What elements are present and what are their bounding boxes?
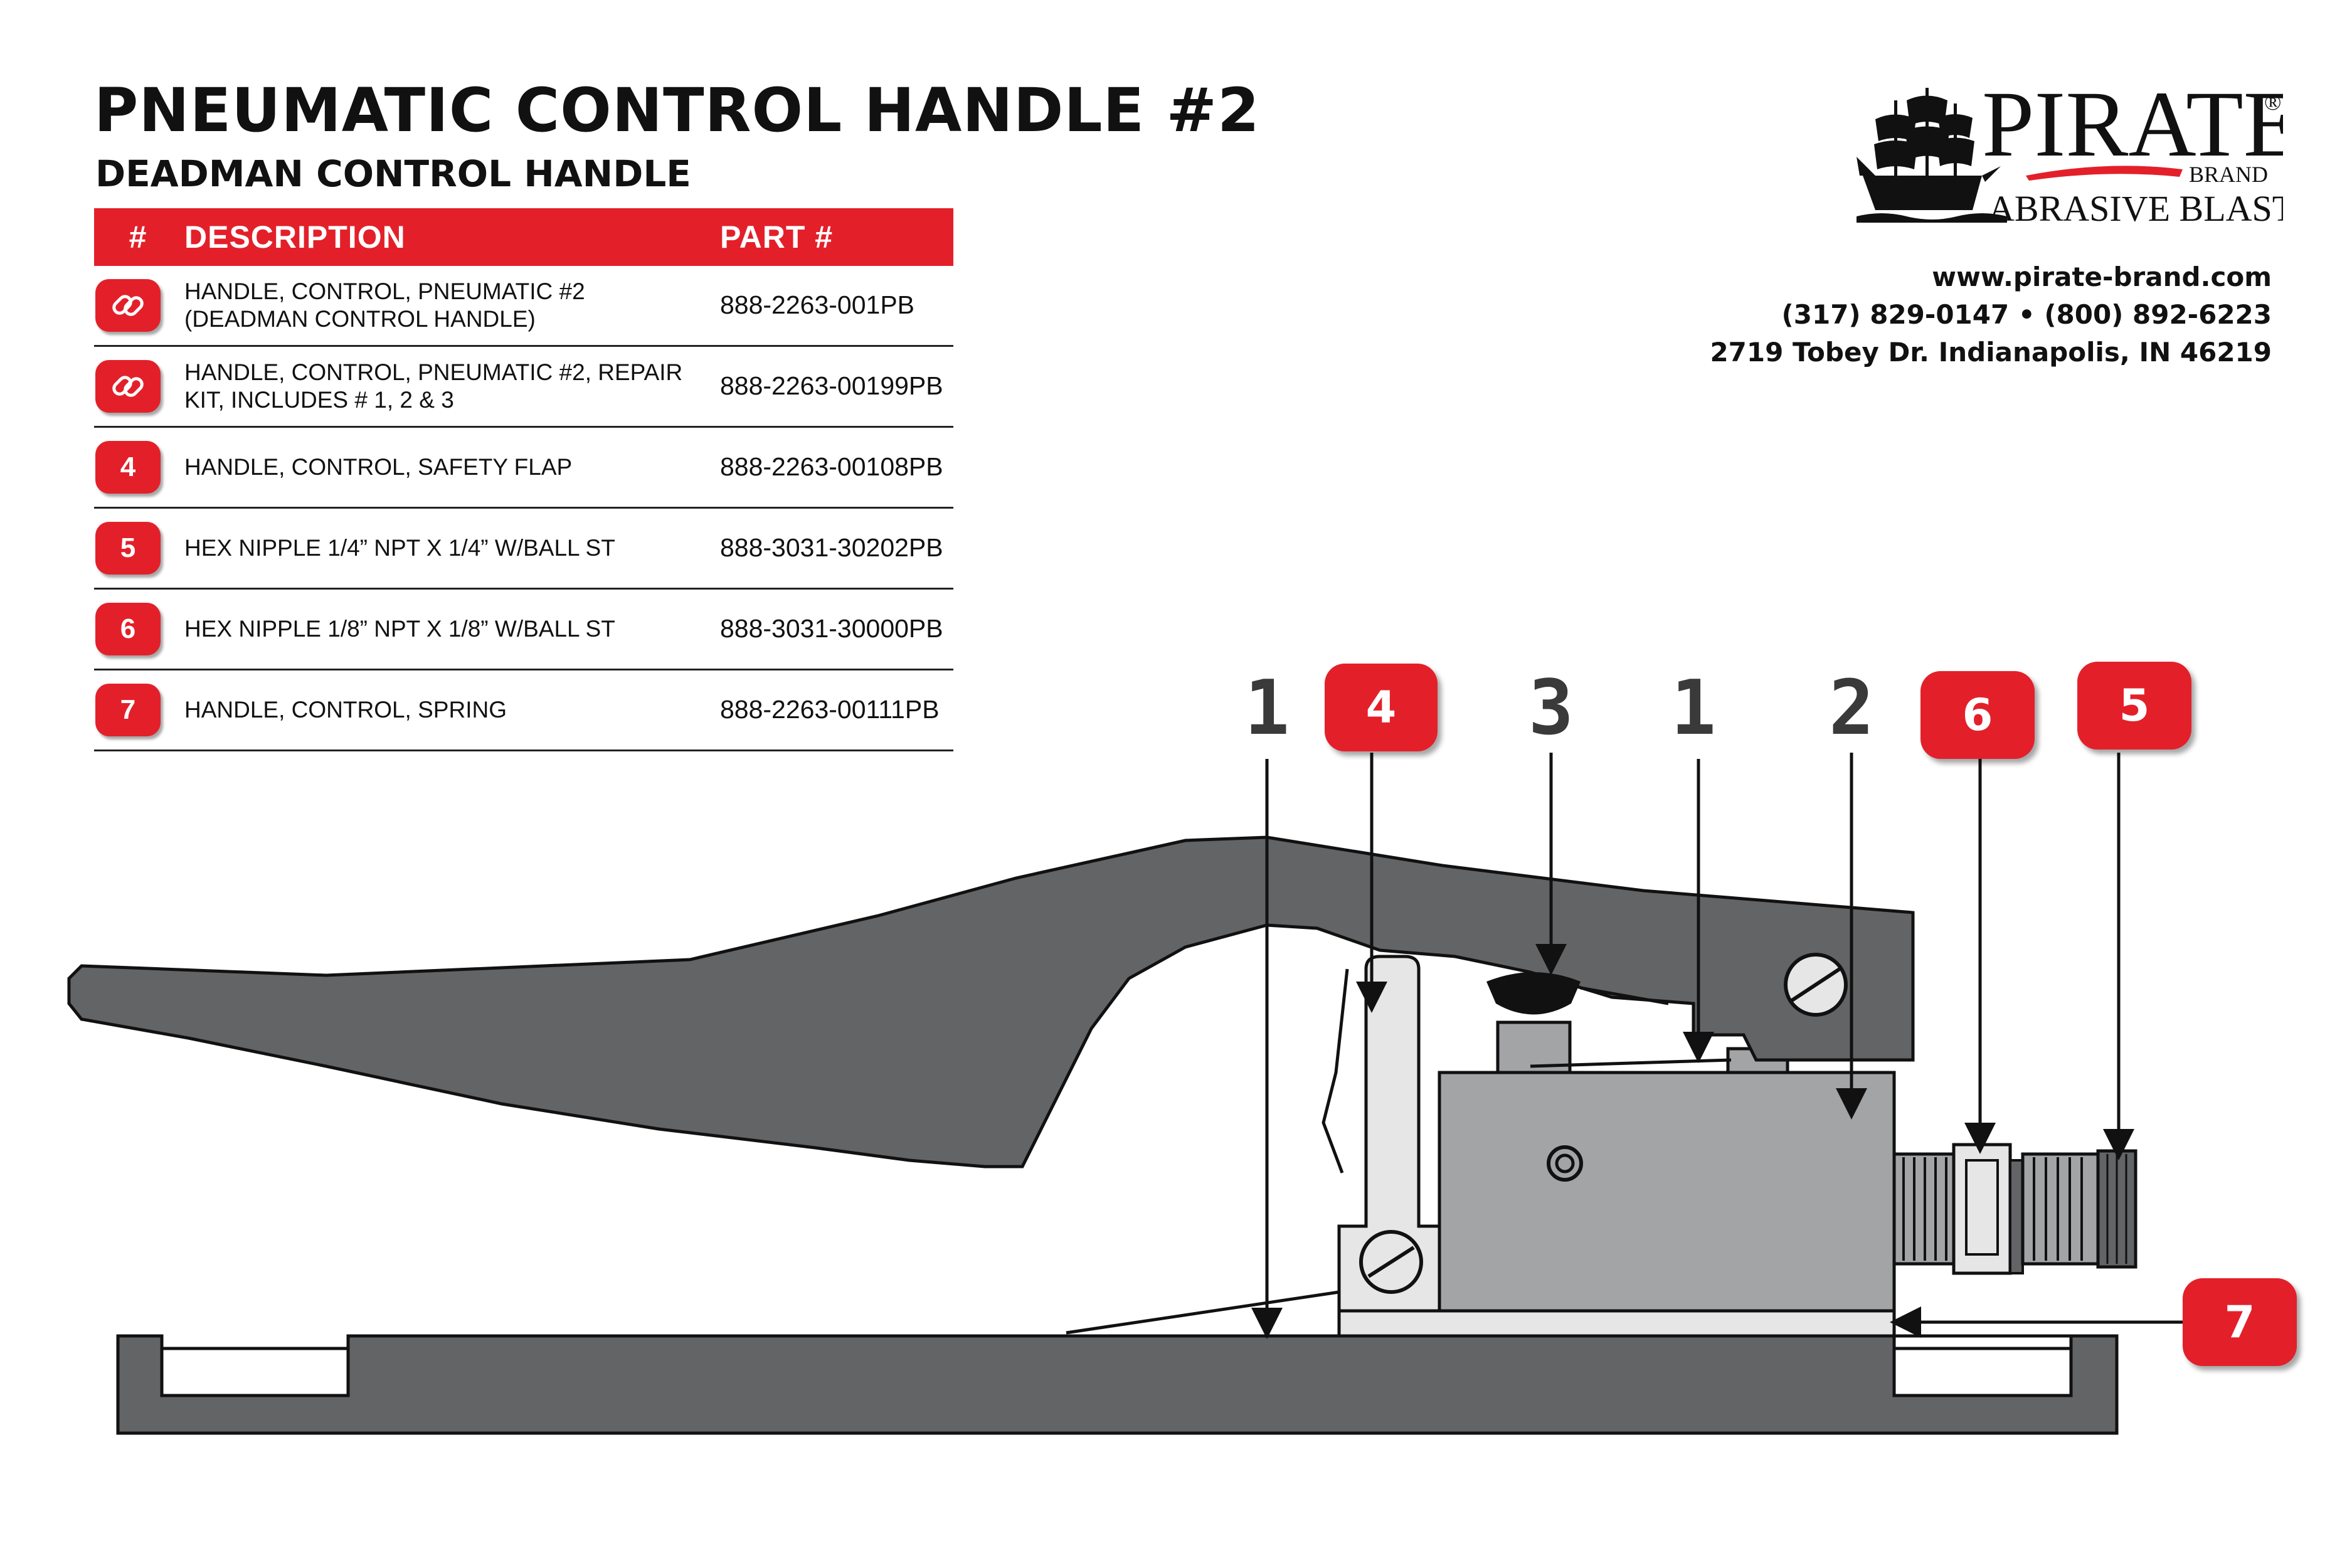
pirate-brand-logo: PIRATE ® BRAND ABRASIVE BLASTING bbox=[1857, 82, 2283, 229]
base-slot-right bbox=[1892, 1347, 2073, 1397]
chain-link-icon bbox=[95, 278, 161, 332]
parts-table-header: # DESCRIPTION PART # bbox=[94, 208, 953, 266]
table-row: HANDLE, CONTROL, PNEUMATIC #2, REPAIR KI… bbox=[94, 346, 953, 428]
contact-info: www.pirate-brand.com (317) 829-0147 • (8… bbox=[1710, 258, 2272, 371]
leader-lines bbox=[1251, 753, 2183, 1339]
row-description: HEX NIPPLE 1/8” NPT x 1/8” W/BALL ST bbox=[182, 588, 718, 670]
safety-flap bbox=[1337, 955, 1441, 1313]
row-part-number: 888-2263-00199PB bbox=[718, 346, 953, 428]
base-plate bbox=[116, 1334, 2119, 1435]
row-part-number: 888-2263-00111PB bbox=[718, 669, 953, 751]
street-address: 2719 Tobey Dr. Indianapolis, IN 46219 bbox=[1710, 337, 2272, 368]
website-link[interactable]: www.pirate-brand.com bbox=[1932, 262, 2272, 292]
svg-text:4: 4 bbox=[1366, 682, 1397, 733]
table-row: 4 HANDLE, CONTROL, SAFETY FLAP 888-2263-… bbox=[94, 426, 953, 509]
callout-2: 2 bbox=[1829, 665, 1874, 752]
header-part-number: PART # bbox=[718, 208, 953, 266]
row-description: HANDLE, CONTROL, PNEUMATIC #2, REPAIR KI… bbox=[182, 346, 718, 428]
callout-1-right: 1 bbox=[1671, 665, 1716, 752]
logo-tagline: ABRASIVE BLASTING bbox=[1988, 188, 2283, 229]
spring-plate bbox=[1337, 1309, 1896, 1338]
row-description: HEX NIPPLE 1/4” NPT x 1/4” W/BALL ST bbox=[182, 507, 718, 590]
svg-text:5: 5 bbox=[2119, 680, 2150, 731]
callout-6: 6 bbox=[1920, 671, 2035, 759]
table-row: HANDLE, CONTROL, PNEUMATIC #2 (DEADMAN C… bbox=[94, 266, 953, 347]
svg-text:6: 6 bbox=[1963, 689, 1993, 741]
callout-7: 7 bbox=[2183, 1278, 2297, 1366]
header-number: # bbox=[94, 208, 182, 266]
table-row: 7 HANDLE, CONTROL, SPRING 888-2263-00111… bbox=[94, 669, 953, 751]
pirate-ship-icon bbox=[1857, 88, 2007, 223]
row-part-number: 888-3031-30000PB bbox=[718, 588, 953, 670]
plunger-dome bbox=[1486, 972, 1581, 1015]
row-number-badge: 4 bbox=[95, 441, 161, 494]
handle-lever bbox=[67, 835, 1915, 1168]
row-part-number: 888-2263-00108PB bbox=[718, 426, 953, 509]
callout-3: 3 bbox=[1528, 665, 1574, 752]
page-subtitle: DEADMAN CONTROL HANDLE bbox=[95, 152, 691, 195]
parts-table: # DESCRIPTION PART # HANDLE, CONTROL, PN… bbox=[94, 208, 953, 751]
thread-lines bbox=[1902, 1157, 1947, 1261]
row-part-number: 888-2263-001PB bbox=[718, 266, 953, 347]
logo-wordmark: PIRATE bbox=[1982, 82, 2283, 176]
callout-1-left: 1 bbox=[1244, 665, 1290, 752]
table-row: 6 HEX NIPPLE 1/8” NPT x 1/8” W/BALL ST 8… bbox=[94, 588, 953, 670]
svg-text:7: 7 bbox=[2225, 1296, 2255, 1348]
table-row: 5 HEX NIPPLE 1/4” NPT x 1/4” W/BALL ST 8… bbox=[94, 507, 953, 590]
row-number-badge: 7 bbox=[95, 684, 161, 736]
logo-red-swoosh bbox=[2026, 166, 2183, 181]
page-title: PNEUMATIC CONTROL HANDLE #2 bbox=[94, 75, 1260, 146]
row-part-number: 888-3031-30202PB bbox=[718, 507, 953, 590]
row-number-badge: 6 bbox=[95, 603, 161, 655]
valve-screw bbox=[1547, 1145, 1583, 1182]
row-description: HANDLE, CONTROL, SAFETY FLAP bbox=[182, 426, 718, 509]
logo-brand-label: BRAND bbox=[2189, 162, 2268, 187]
chain-link-icon bbox=[95, 359, 161, 413]
row-number-badge: 5 bbox=[95, 522, 161, 575]
row-description: HANDLE, CONTROL, SPRING bbox=[182, 669, 718, 751]
callout-5: 5 bbox=[2077, 662, 2191, 750]
logo-registered-mark: ® bbox=[2264, 90, 2281, 115]
row-description: HANDLE, CONTROL, PNEUMATIC #2 (DEADMAN C… bbox=[182, 266, 718, 347]
callout-4: 4 bbox=[1325, 664, 1438, 751]
base-slot-left bbox=[160, 1347, 350, 1397]
phone-numbers: (317) 829-0147 • (800) 892-6223 bbox=[1781, 299, 2272, 330]
valve-body bbox=[1438, 1071, 1896, 1313]
header-description: DESCRIPTION bbox=[182, 208, 718, 266]
